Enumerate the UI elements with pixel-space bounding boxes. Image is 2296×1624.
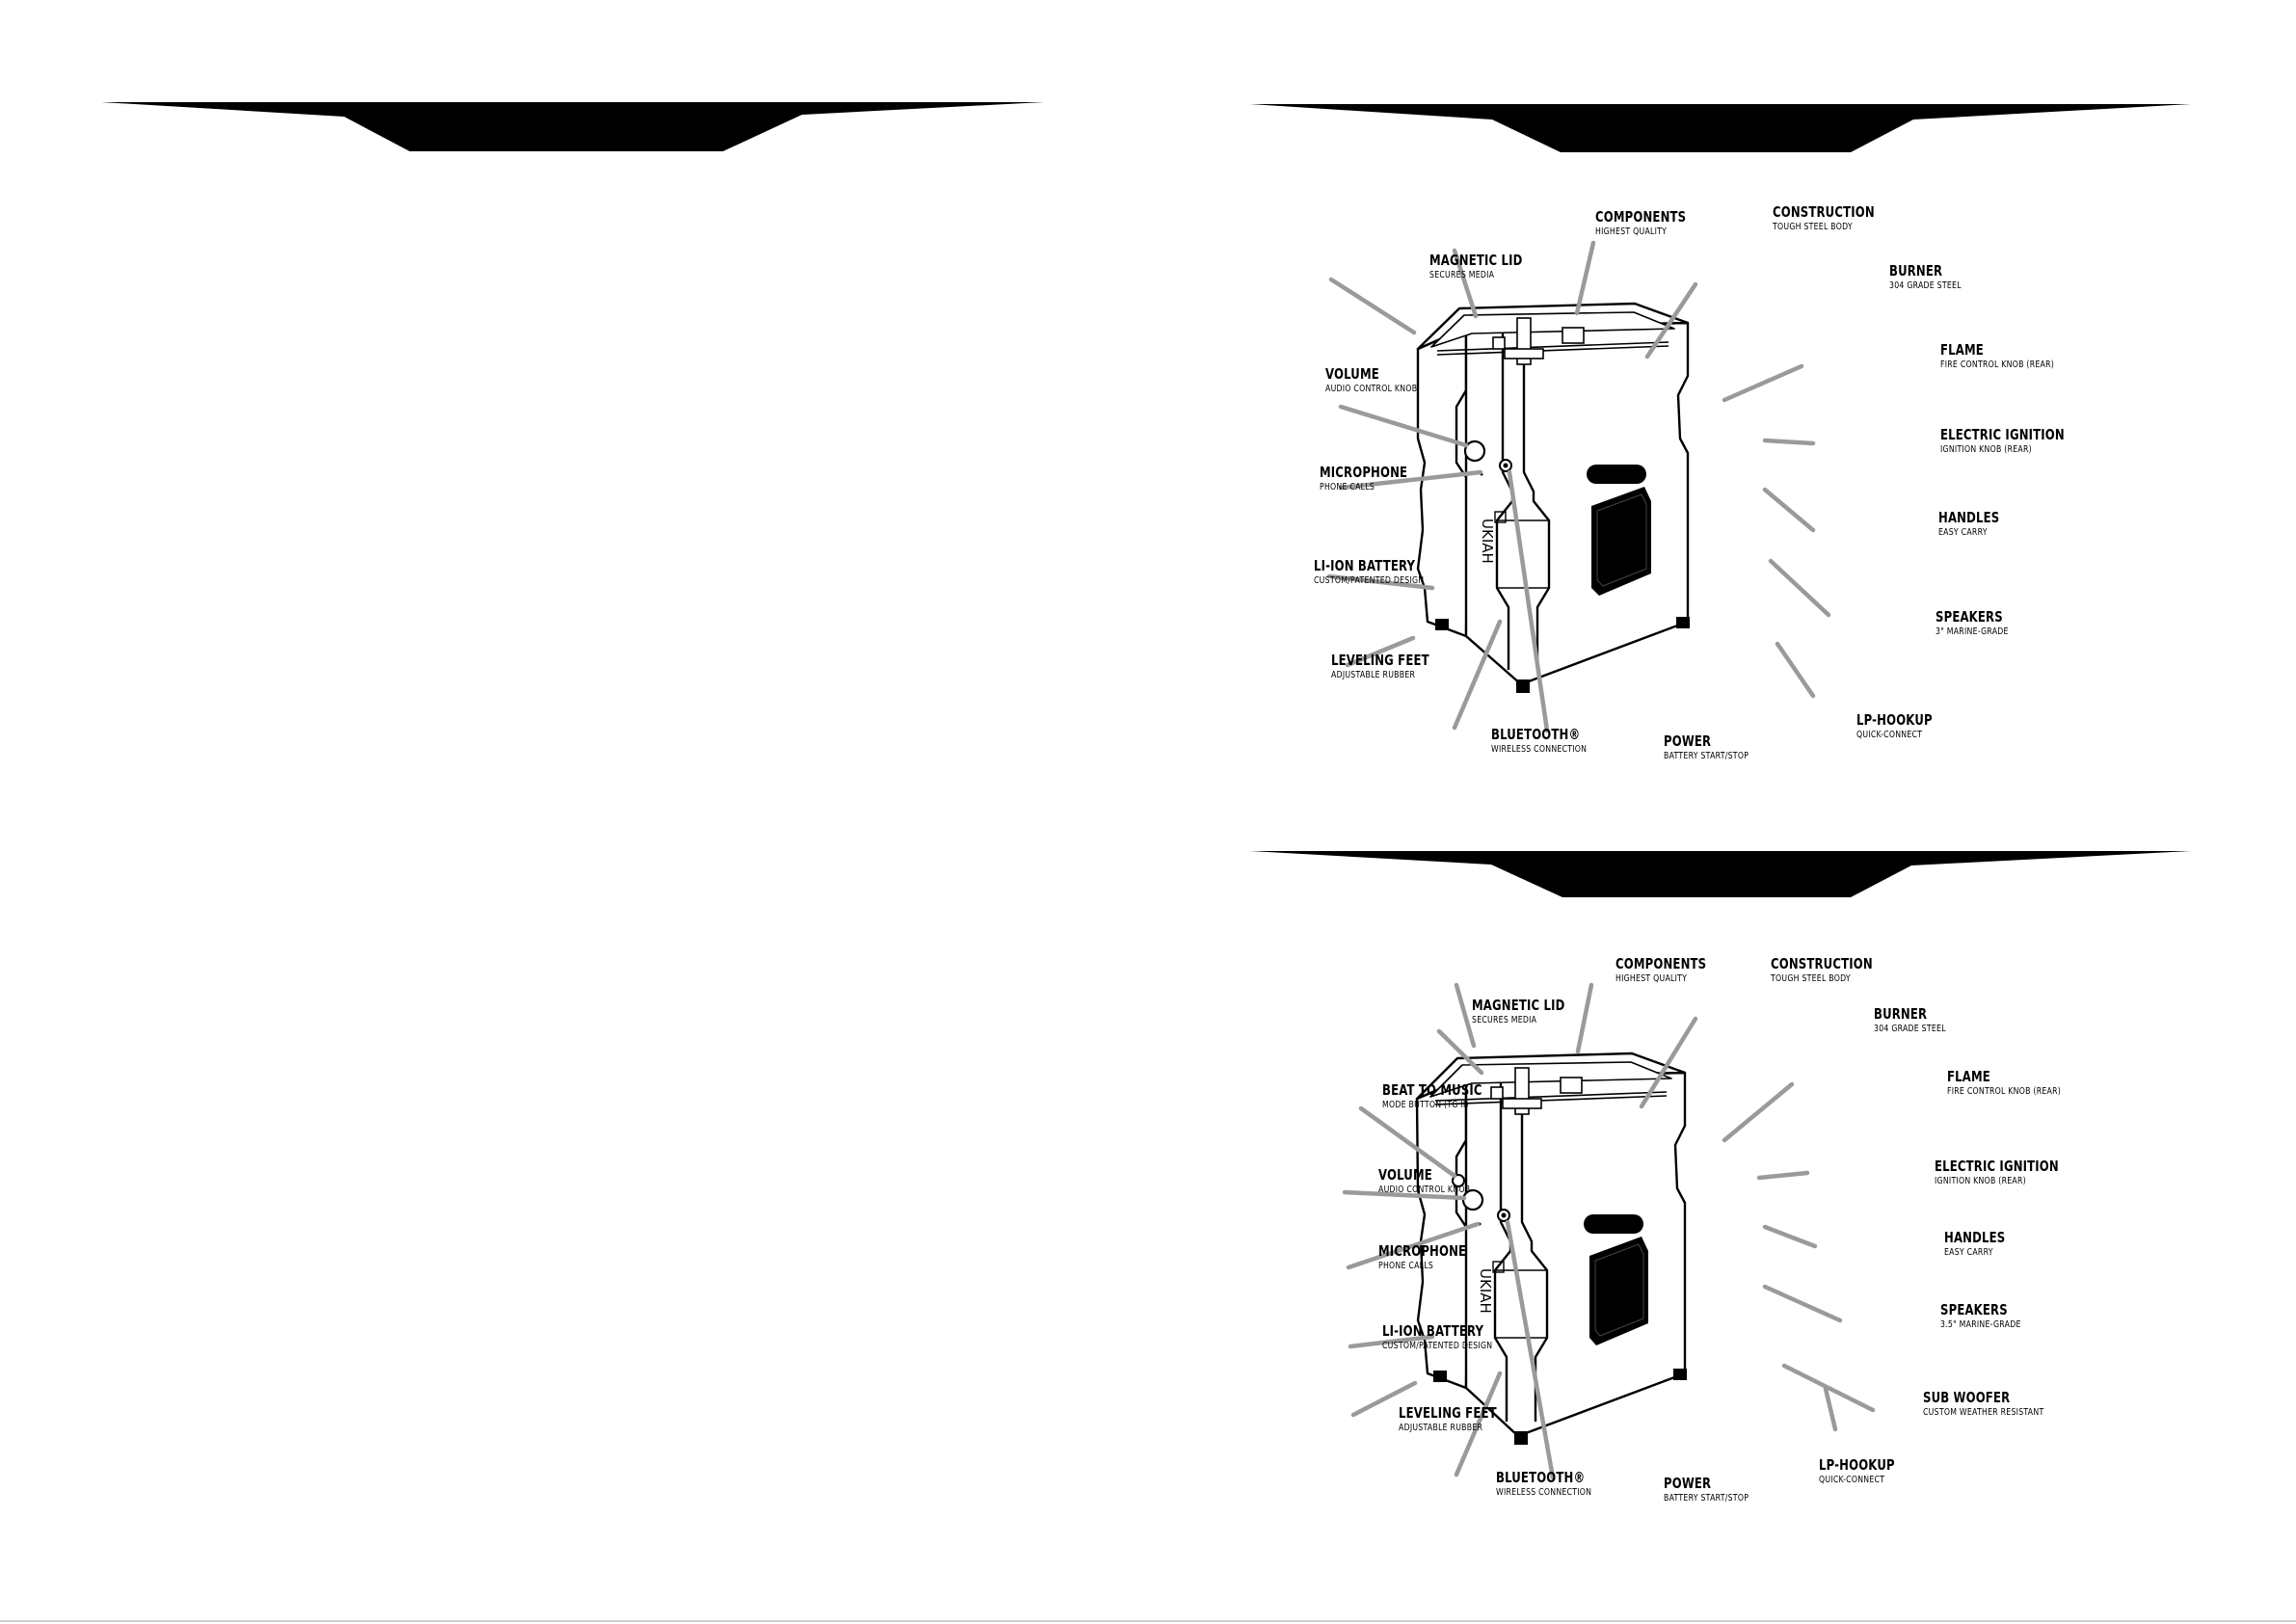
label-bluetooth: BLUETOOTH® WIRELESS CONNECTION — [1491, 726, 1588, 755]
product-diagram-bottom: UKIAH COMPONENTS HIGHEST QUALITY CONSTRU… — [1148, 949, 2296, 1528]
label-volume: VOLUME AUDIO CONTROL KNOB — [1325, 365, 1418, 394]
label-leveling-feet: LEVELING FEET ADJUSTABLE RUBBER — [1331, 652, 1429, 680]
diagram-illustration-bottom: UKIAH — [1342, 982, 1876, 1480]
handle-slot — [1587, 465, 1646, 484]
handle-slot — [1584, 1214, 1643, 1234]
leveling-foot — [1433, 1371, 1447, 1382]
speaker-grille — [1591, 487, 1651, 596]
label-li-ion-battery: LI-ION BATTERY CUSTOM/PATENTED DESIGN — [1382, 1322, 1493, 1351]
fire-pit-speaker-body — [1415, 1052, 1687, 1438]
label-li-ion-battery: LI-ION BATTERY CUSTOM/PATENTED DESIGN — [1314, 557, 1425, 586]
label-volume: VOLUME AUDIO CONTROL KNOB — [1378, 1166, 1471, 1195]
page-bottom-edge — [0, 1620, 2296, 1622]
header-banner-top — [1250, 104, 2191, 152]
label-leveling-feet: LEVELING FEET ADJUSTABLE RUBBER — [1399, 1404, 1497, 1433]
label-lp-hookup: LP-HOOKUP QUICK-CONNECT — [1856, 711, 1933, 740]
label-handles: HANDLES EASY CARRY — [1944, 1229, 2006, 1258]
label-speakers: SPEAKERS 3" MARINE-GRADE — [1936, 608, 2009, 637]
label-flame: FLAME FIRE CONTROL KNOB (REAR) — [1940, 341, 2055, 370]
label-electric-ignition: ELECTRIC IGNITION IGNITION KNOB (REAR) — [1935, 1158, 2059, 1186]
burner-assembly — [1436, 317, 1669, 365]
label-speakers: SPEAKERS 3.5" MARINE-GRADE — [1940, 1301, 2021, 1330]
svg-text:UKIAH: UKIAH — [1479, 519, 1496, 564]
label-power: POWER BATTERY START/STOP — [1664, 732, 1749, 761]
brand-logo-bottom: UKIAH — [1477, 1261, 1505, 1314]
speaker-grille — [1589, 1237, 1648, 1345]
label-components: COMPONENTS HIGHEST QUALITY — [1615, 955, 1707, 984]
right-page: UKIAH COMPONENTS HIGHEST QUALITY CONSTRU… — [1148, 0, 2296, 1624]
label-magnetic-lid: MAGNETIC LID SECURES MEDIA — [1472, 997, 1565, 1025]
label-construction: CONSTRUCTION TOUGH STEEL BODY — [1771, 955, 1873, 984]
product-diagram-top: UKIAH COMPONENTS HIGHEST QUALITY CONSTRU… — [1148, 183, 2296, 781]
label-bluetooth: BLUETOOTH® WIRELESS CONNECTION — [1496, 1469, 1592, 1498]
label-burner: BURNER 304 GRADE STEEL — [1889, 262, 1962, 291]
volume-knob — [1463, 439, 1486, 463]
label-lp-hookup: LP-HOOKUP QUICK-CONNECT — [1819, 1456, 1895, 1485]
label-handles: HANDLES EASY CARRY — [1938, 509, 2000, 538]
fire-pit-speaker-body — [1416, 302, 1690, 686]
label-beat-to-music: BEAT TO MUSIC MODE BUTTON (TG II) — [1382, 1081, 1482, 1110]
label-flame: FLAME FIRE CONTROL KNOB (REAR) — [1947, 1068, 2062, 1097]
label-electric-ignition: ELECTRIC IGNITION IGNITION KNOB (REAR) — [1940, 426, 2065, 455]
leveling-foot — [1435, 619, 1449, 630]
callout-leaders-bottom — [1342, 982, 1876, 1480]
brand-logo-top: UKIAH — [1479, 511, 1507, 564]
diagram-illustration-top: UKIAH — [1326, 240, 1831, 733]
label-burner: BURNER 304 GRADE STEEL — [1874, 1005, 1946, 1034]
svg-text:UKIAH: UKIAH — [1477, 1268, 1494, 1314]
left-page — [101, 102, 1044, 151]
header-banner-bottom — [1250, 851, 2191, 897]
label-microphone: MICROPHONE PHONE CALLS — [1378, 1242, 1467, 1271]
label-construction: CONSTRUCTION TOUGH STEEL BODY — [1773, 203, 1875, 232]
header-banner-left — [101, 102, 1044, 151]
callout-leaders-top — [1326, 240, 1831, 733]
burner-assembly — [1434, 1067, 1668, 1115]
label-microphone: MICROPHONE PHONE CALLS — [1320, 464, 1408, 493]
label-components: COMPONENTS HIGHEST QUALITY — [1595, 208, 1687, 237]
label-power: POWER BATTERY START/STOP — [1664, 1475, 1749, 1504]
label-magnetic-lid: MAGNETIC LID SECURES MEDIA — [1429, 252, 1523, 280]
label-sub-woofer: SUB WOOFER CUSTOM WEATHER RESISTANT — [1923, 1389, 2044, 1418]
